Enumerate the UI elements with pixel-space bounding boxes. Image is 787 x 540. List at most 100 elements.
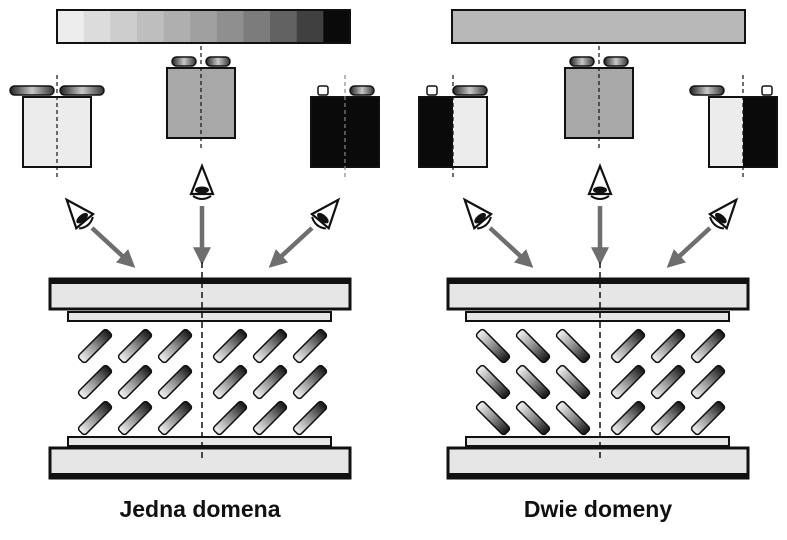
molecule-body xyxy=(212,364,248,400)
view-box-half xyxy=(419,97,453,167)
caption-two-domains: Dwie domeny xyxy=(523,496,673,522)
eye-icon-pupil xyxy=(593,186,607,194)
grayscale-step xyxy=(163,10,191,43)
grayscale-step xyxy=(110,10,138,43)
eye-icon-pupil xyxy=(317,212,329,224)
polarizer-icon xyxy=(205,56,231,67)
molecule-body xyxy=(77,364,113,400)
molecule-body xyxy=(610,328,646,364)
polarizer-icon xyxy=(761,85,773,96)
molecule-icon xyxy=(157,400,193,436)
polarizer-icon xyxy=(603,56,629,67)
molecule-body xyxy=(77,400,113,436)
eye-icon-outline xyxy=(707,197,739,231)
molecule-body xyxy=(650,328,686,364)
bottom-polarizer-layer xyxy=(50,473,350,478)
view-box-half xyxy=(453,97,487,167)
top-alignment-layer xyxy=(67,311,332,322)
eye-icon-pupil xyxy=(76,212,88,224)
molecule-body xyxy=(515,364,551,400)
grayscale-step xyxy=(296,10,324,43)
molecule-icon xyxy=(252,364,288,400)
molecule-icon xyxy=(515,400,551,436)
eye-icon xyxy=(64,197,96,231)
molecule-body xyxy=(555,364,591,400)
molecule-icon xyxy=(157,364,193,400)
grayscale-step xyxy=(190,10,218,43)
molecule-body xyxy=(690,328,726,364)
molecule-icon xyxy=(77,364,113,400)
grayscale-step xyxy=(136,10,165,43)
molecule-icon xyxy=(690,400,726,436)
molecule-icon xyxy=(212,364,248,400)
polarizer-icon xyxy=(689,85,725,96)
molecule-body xyxy=(650,400,686,436)
grayscale-step xyxy=(83,10,111,43)
molecule-icon xyxy=(292,328,328,364)
molecule-body xyxy=(475,400,511,436)
molecule-icon xyxy=(475,400,511,436)
polarizer-icon xyxy=(452,85,488,96)
molecule-body xyxy=(292,400,328,436)
molecule-body xyxy=(292,328,328,364)
molecule-icon xyxy=(555,400,591,436)
molecule-icon xyxy=(515,364,551,400)
molecule-body xyxy=(77,328,113,364)
polarizer-icon xyxy=(426,85,438,96)
polarizer-icon xyxy=(349,85,375,96)
eye-icon xyxy=(587,162,613,200)
uniform-gray-bar xyxy=(451,9,746,44)
molecule-icon xyxy=(117,400,153,436)
eye-icon-lash xyxy=(476,216,492,230)
molecule-body xyxy=(117,364,153,400)
grayscale-step xyxy=(216,10,244,43)
molecule-body xyxy=(475,328,511,364)
eye-icon-pupil xyxy=(474,212,486,224)
molecule-body xyxy=(212,328,248,364)
molecule-icon xyxy=(690,328,726,364)
molecule-body xyxy=(252,364,288,400)
molecule-icon xyxy=(252,328,288,364)
polarizer-icon xyxy=(317,85,329,96)
molecule-icon xyxy=(117,364,153,400)
molecule-icon xyxy=(515,328,551,364)
polarizer-icon xyxy=(171,56,197,67)
eye-icon-outline xyxy=(587,162,613,196)
eye-icon xyxy=(309,197,341,231)
eye-icon-outline xyxy=(64,197,96,231)
molecule-icon xyxy=(212,400,248,436)
molecule-icon xyxy=(610,328,646,364)
molecule-body xyxy=(292,364,328,400)
top-polarizer-layer xyxy=(448,279,748,284)
molecule-icon xyxy=(292,364,328,400)
molecule-icon xyxy=(650,364,686,400)
molecule-icon xyxy=(555,364,591,400)
eye-icon xyxy=(707,197,739,231)
view-box-half xyxy=(709,97,743,167)
molecule-body xyxy=(117,400,153,436)
bottom-alignment-layer xyxy=(67,436,332,447)
grayscale-bar xyxy=(56,9,351,44)
molecule-icon xyxy=(610,400,646,436)
eye-icon-lash xyxy=(192,195,212,200)
eye-icon-lash xyxy=(311,216,327,230)
molecule-icon xyxy=(475,328,511,364)
molecule-body xyxy=(690,400,726,436)
molecule-icon xyxy=(117,328,153,364)
polarizer-icon xyxy=(569,56,595,67)
grayscale-step xyxy=(270,10,298,43)
eye-icon-lash xyxy=(78,216,94,230)
eye-icon-outline xyxy=(309,197,341,231)
top-polarizer-layer xyxy=(50,279,350,284)
molecule-body xyxy=(252,400,288,436)
top-alignment-layer xyxy=(465,311,730,322)
bottom-polarizer-layer xyxy=(448,473,748,478)
molecule-body xyxy=(555,328,591,364)
molecule-icon xyxy=(650,328,686,364)
arrow-icon xyxy=(90,226,136,268)
eye-icon-pupil xyxy=(195,186,209,194)
molecule-body xyxy=(515,328,551,364)
molecule-icon xyxy=(77,400,113,436)
molecule-body xyxy=(610,364,646,400)
eye-icon-lash xyxy=(709,216,725,230)
